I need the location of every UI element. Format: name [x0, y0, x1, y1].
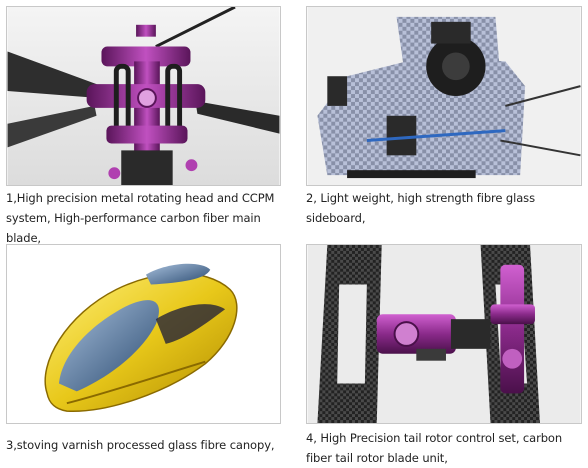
caption-1-line-1: 1,High precision metal rotating head and… [6, 191, 275, 205]
caption-4-line-2: fiber tail rotor blade unit, [306, 451, 448, 465]
caption-2: 2, Light weight, high strength fibre gla… [306, 188, 586, 228]
canopy-image [7, 245, 280, 423]
caption-1: 1,High precision metal rotating head and… [6, 188, 296, 248]
caption-1-line-3: blade, [6, 231, 41, 245]
caption-3-line-1: 3,stoving varnish processed glass fibre … [6, 438, 275, 452]
caption-2-line-1: 2, Light weight, high strength fibre gla… [306, 191, 535, 205]
caption-4-line-1: 4, High Precision tail rotor control set… [306, 431, 563, 445]
sideboard-image [307, 7, 581, 185]
caption-1-line-2: system, High-performance carbon fiber ma… [6, 211, 261, 225]
rotor-head-photo [6, 6, 281, 186]
caption-3: 3,stoving varnish processed glass fibre … [6, 435, 301, 455]
tail-rotor-image [307, 245, 581, 423]
caption-2-line-2: sideboard, [306, 211, 366, 225]
sideboard-photo [306, 6, 582, 186]
tail-rotor-photo [306, 244, 582, 424]
rotor-head-image [7, 7, 280, 185]
caption-4: 4, High Precision tail rotor control set… [306, 428, 586, 468]
canopy-photo [6, 244, 281, 424]
